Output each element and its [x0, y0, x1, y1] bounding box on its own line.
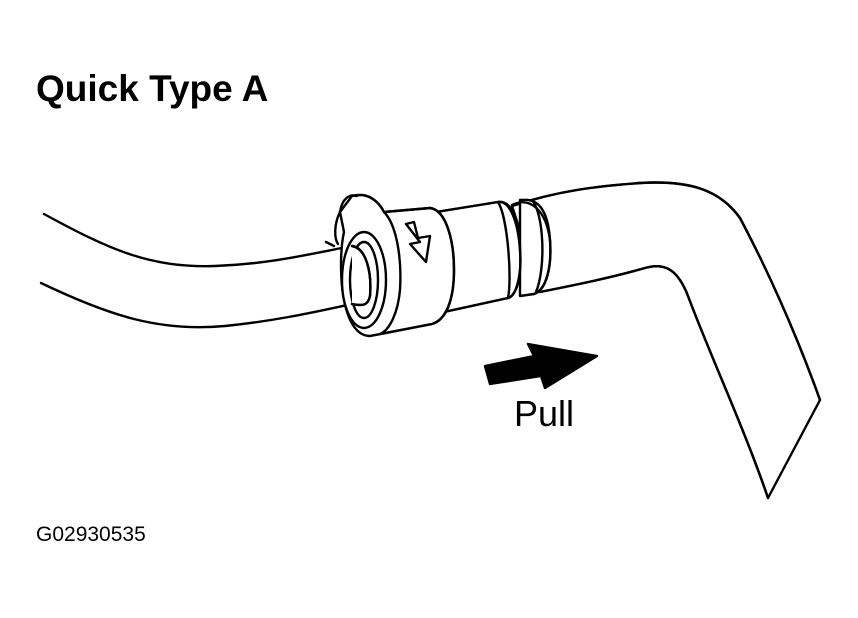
pull-label: Pull — [514, 393, 575, 434]
hose — [510, 181, 822, 500]
tube-end-ring — [340, 230, 388, 330]
hose-ferrule — [510, 198, 552, 298]
diagram-title: Quick Type A — [36, 68, 269, 109]
connector-body — [434, 200, 522, 314]
pull-arrow — [483, 342, 599, 390]
steel-tube — [39, 212, 354, 329]
figure-id: G02930535 — [36, 523, 146, 546]
